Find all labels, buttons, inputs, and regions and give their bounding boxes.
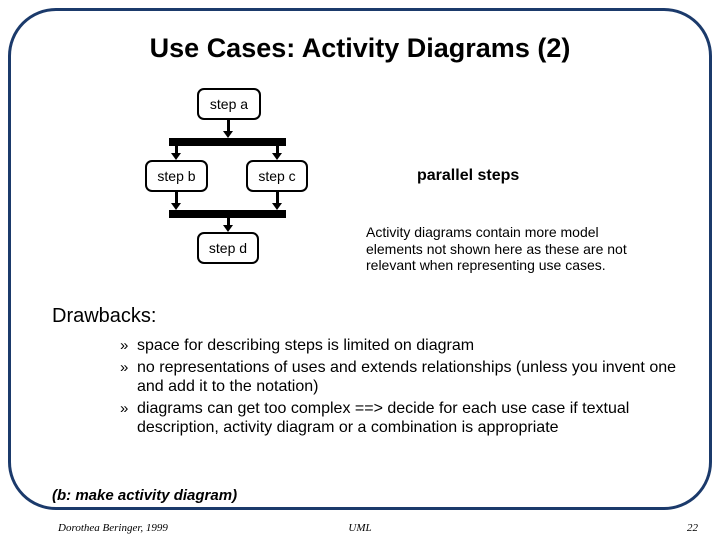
bullet-marker-icon: » [120, 337, 129, 354]
flow-arrow-a-to-fork [227, 120, 230, 132]
arrowhead-join-to-d [223, 225, 233, 232]
fork-bar [169, 138, 286, 146]
bullet-marker-icon: » [120, 358, 129, 376]
arrowhead-b-to-join [171, 203, 181, 210]
arrowhead-a-to-fork [223, 131, 233, 138]
arrowhead-c-to-join [272, 203, 282, 210]
sub-note: (b: make activity diagram) [52, 487, 238, 504]
list-item-label: no representations of uses and extends r… [137, 358, 677, 396]
list-item: » diagrams can get too complex ==> decid… [120, 399, 680, 438]
flow-arrow-fork-to-c [276, 146, 279, 154]
activity-node-step-c: step c [246, 160, 308, 192]
page-title: Use Cases: Activity Diagrams (2) [149, 33, 571, 63]
drawbacks-list: » space for describing steps is limited … [120, 336, 680, 440]
activity-diagram: step a step b step c step d [140, 86, 320, 271]
drawbacks-heading: Drawbacks: [52, 305, 157, 327]
list-item: » space for describing steps is limited … [120, 336, 680, 356]
list-item-label: diagrams can get too complex ==> decide … [137, 399, 630, 437]
list-item-label: space for describing steps is limited on… [137, 337, 475, 354]
bullet-marker-icon: » [120, 399, 129, 417]
activity-node-step-d: step d [197, 232, 259, 264]
flow-arrow-c-to-join [276, 192, 279, 204]
activity-node-step-a: step a [197, 88, 261, 120]
flow-arrow-b-to-join [175, 192, 178, 204]
flow-arrow-fork-to-b [175, 146, 178, 154]
arrowhead-fork-to-c [272, 153, 282, 160]
footer: Dorothea Beringer, 1999 UML 22 [0, 519, 720, 540]
slide-frame [8, 8, 712, 510]
arrowhead-fork-to-b [171, 153, 181, 160]
activity-node-step-b: step b [145, 160, 208, 192]
parallel-steps-annotation: parallel steps [417, 167, 520, 184]
footer-center-label: UML [348, 522, 372, 534]
join-bar [169, 210, 286, 218]
list-item: » no representations of uses and extends… [120, 358, 680, 397]
footer-page-number: 22 [687, 522, 698, 534]
diagram-note-text: Activity diagrams contain more model ele… [366, 224, 627, 273]
flow-arrow-join-to-d [227, 218, 230, 226]
footer-author: Dorothea Beringer, 1999 [58, 522, 168, 534]
